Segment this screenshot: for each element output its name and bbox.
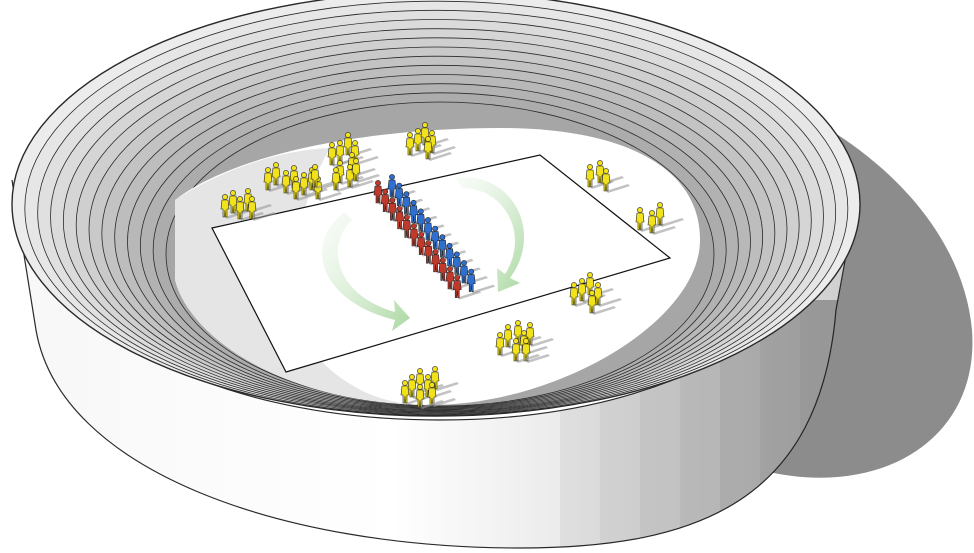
person-icon [511,337,540,363]
person-icon [313,175,342,201]
person-icon [427,129,456,155]
person-icon [587,289,616,315]
spectator-group [635,201,684,235]
person-icon [647,209,676,235]
spectator-group [327,131,380,192]
person-icon [525,321,554,347]
person-icon [601,167,630,193]
curved-arrow-icon [455,177,525,292]
spectator-group [220,187,276,221]
teams [373,173,496,300]
person-icon [466,268,496,294]
person-icon [593,281,622,307]
spectator-group [585,159,630,193]
person-icon [351,157,380,183]
person-icon [430,365,459,391]
person-icon [415,383,444,409]
spectator-groups [220,121,684,409]
person-icon [427,381,456,407]
person-icon [235,195,264,221]
person-icon [247,195,276,221]
person-icon [655,201,684,227]
team-blue-line [387,173,496,294]
curved-arrow-icon [322,212,410,331]
spectator-group [569,271,622,315]
person-icon [345,163,374,189]
person-icon [521,337,550,363]
spectator-group [495,319,554,363]
spectator-group [263,161,342,201]
spectator-group [400,365,459,409]
person-icon [423,135,452,161]
rotation-arrows [322,177,525,331]
spectator-group [405,121,456,161]
person-icon [331,166,360,192]
person-icon [350,139,379,165]
